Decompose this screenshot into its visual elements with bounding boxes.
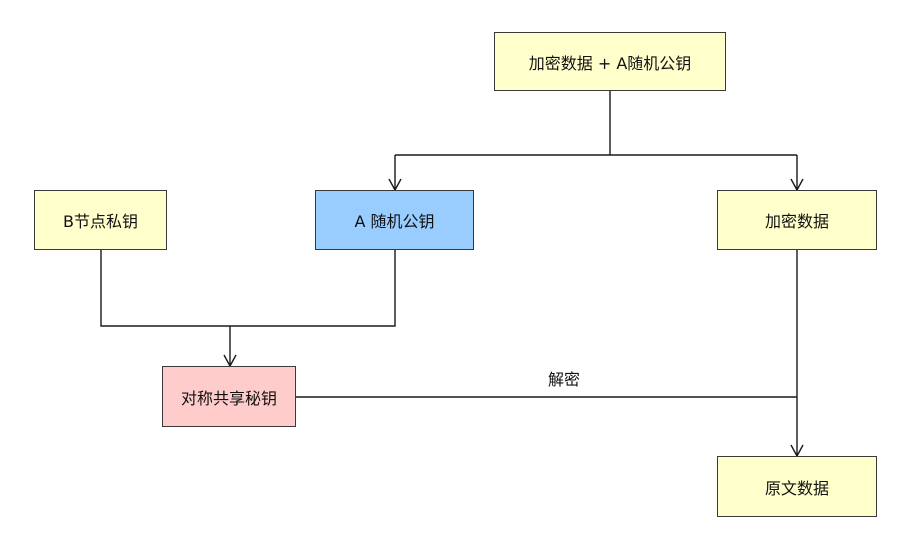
split-connector [394,91,798,190]
symmetric-shared-key-label: 对称共享秘钥 [180,388,277,408]
plaintext-data-node: 原文数据 [717,456,877,517]
merge-connector [100,250,396,366]
decrypt-edge-label: 解密 [548,370,581,389]
encrypted-data-label: 加密数据 [764,212,829,231]
a-random-public-key-label: A 随机公钥 [354,212,435,231]
b-private-key-label: B节点私钥 [63,212,138,231]
b-private-key-node: B节点私钥 [34,190,167,250]
plaintext-data-label: 原文数据 [764,478,829,498]
combined-data-label: 加密数据 + A随机公钥 [528,53,692,73]
symmetric-shared-key-node: 对称共享秘钥 [162,366,296,427]
combined-data-node: 加密数据 + A随机公钥 [494,32,726,91]
encrypted-data-node: 加密数据 [717,190,877,250]
a-random-public-key-node: A 随机公钥 [315,190,474,250]
